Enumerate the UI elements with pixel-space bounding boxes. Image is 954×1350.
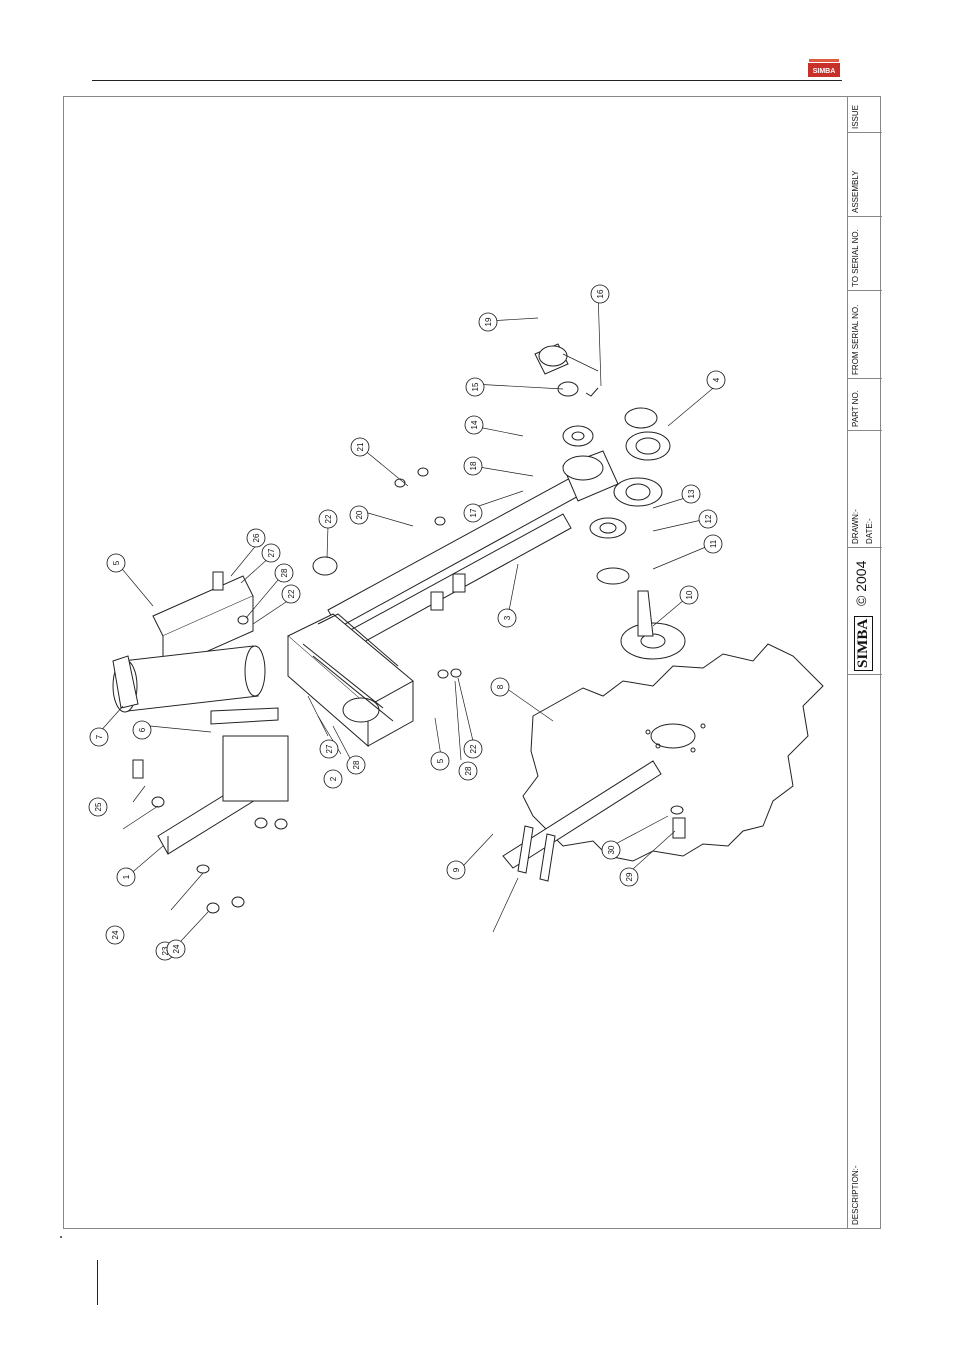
callout-12: 12	[699, 510, 717, 528]
svg-text:13: 13	[687, 489, 696, 498]
callout-5: 5	[107, 554, 125, 572]
svg-text:27: 27	[325, 744, 334, 753]
tb-assembly-cell: ASSEMBLY	[848, 133, 882, 217]
svg-text:9: 9	[452, 867, 461, 872]
tb-description-cell: DESCRIPTION:-	[848, 675, 882, 1229]
svg-text:5: 5	[112, 560, 121, 565]
svg-text:12: 12	[704, 514, 713, 523]
callout-14: 14	[465, 416, 483, 434]
svg-text:5: 5	[436, 758, 445, 763]
svg-text:8: 8	[496, 684, 505, 689]
svg-text:25: 25	[94, 802, 103, 811]
svg-text:3: 3	[503, 615, 512, 620]
callout-16: 16	[591, 285, 609, 303]
to-serial-label: TO SERIAL NO.	[851, 229, 860, 287]
svg-text:4: 4	[712, 377, 721, 382]
svg-text:22: 22	[287, 589, 296, 598]
svg-text:17: 17	[469, 508, 478, 517]
callout-25: 25	[89, 798, 107, 816]
svg-text:22: 22	[469, 744, 478, 753]
svg-text:26: 26	[252, 533, 261, 542]
tb-to-serial-cell: TO SERIAL NO.	[848, 217, 882, 291]
callout-28: 28	[275, 564, 293, 582]
drawn-label: DRAWN:-	[851, 509, 860, 544]
svg-text:1: 1	[122, 874, 131, 879]
callout-labels: 1234556789101112131415161718192021222222…	[63, 96, 847, 1229]
callout-24: 24	[106, 926, 124, 944]
callout-27: 27	[320, 740, 338, 758]
svg-text:20: 20	[355, 510, 364, 519]
callout-4: 4	[707, 371, 725, 389]
callout-13: 13	[682, 485, 700, 503]
part-no-label: PART NO.	[851, 390, 860, 427]
svg-text:27: 27	[267, 548, 276, 557]
assembly-label: ASSEMBLY	[851, 170, 860, 213]
simba-logo: SIMBA	[808, 59, 840, 79]
tb-from-serial-cell: FROM SERIAL NO.	[848, 291, 882, 379]
header-rule	[92, 80, 842, 81]
callout-29: 29	[620, 868, 638, 886]
tb-brand-cell: SIMBA © 2004	[848, 548, 882, 675]
tb-part-no-cell: PART NO.	[848, 379, 882, 431]
callout-22: 22	[464, 740, 482, 758]
callout-26: 26	[247, 529, 265, 547]
svg-text:24: 24	[111, 930, 120, 939]
svg-text:30: 30	[607, 845, 616, 854]
callout-9: 9	[447, 861, 465, 879]
svg-text:18: 18	[469, 461, 478, 470]
svg-text:16: 16	[596, 289, 605, 298]
callout-5: 5	[431, 752, 449, 770]
callout-7: 7	[90, 728, 108, 746]
callout-20: 20	[350, 506, 368, 524]
callout-27: 27	[262, 544, 280, 562]
callout-8: 8	[491, 678, 509, 696]
svg-text:19: 19	[484, 317, 493, 326]
svg-text:SIMBA: SIMBA	[813, 68, 836, 75]
page-mark	[60, 1236, 62, 1238]
tb-issue-cell: ISSUE	[848, 96, 882, 133]
svg-text:2: 2	[329, 776, 338, 781]
callout-19: 19	[479, 313, 497, 331]
callout-28: 28	[347, 756, 365, 774]
svg-text:15: 15	[471, 382, 480, 391]
callout-15: 15	[466, 378, 484, 396]
callout-10: 10	[680, 586, 698, 604]
footer-rule	[97, 1260, 98, 1305]
from-serial-label: FROM SERIAL NO.	[851, 305, 860, 375]
svg-text:22: 22	[324, 514, 333, 523]
svg-text:11: 11	[709, 539, 718, 548]
svg-text:10: 10	[685, 590, 694, 599]
callout-22: 22	[282, 585, 300, 603]
callout-30: 30	[602, 841, 620, 859]
issue-label: ISSUE	[851, 105, 860, 129]
callout-21: 21	[351, 438, 369, 456]
callout-28: 28	[459, 762, 477, 780]
callout-22: 22	[319, 510, 337, 528]
callout-18: 18	[464, 457, 482, 475]
svg-text:14: 14	[470, 420, 479, 429]
svg-text:28: 28	[352, 760, 361, 769]
callout-2: 2	[324, 770, 342, 788]
date-label: DATE:-	[865, 518, 874, 544]
svg-text:29: 29	[625, 872, 634, 881]
callout-6: 6	[133, 721, 151, 739]
callout-3: 3	[498, 609, 516, 627]
description-label: DESCRIPTION:-	[851, 1165, 860, 1225]
tb-drawn-cell: DRAWN:- DATE:-	[848, 431, 882, 548]
brand-wordmark: SIMBA	[854, 616, 873, 671]
svg-text:28: 28	[464, 766, 473, 775]
callout-17: 17	[464, 504, 482, 522]
svg-text:6: 6	[138, 727, 147, 732]
svg-text:21: 21	[356, 442, 365, 451]
copyright-text: © 2004	[853, 561, 869, 606]
svg-text:28: 28	[280, 568, 289, 577]
svg-text:7: 7	[95, 734, 104, 739]
callout-24: 24	[167, 940, 185, 958]
callout-11: 11	[704, 535, 722, 553]
title-block: ISSUE ASSEMBLY TO SERIAL NO. FROM SERIAL…	[847, 96, 882, 1229]
svg-text:24: 24	[172, 944, 181, 953]
callout-1: 1	[117, 868, 135, 886]
